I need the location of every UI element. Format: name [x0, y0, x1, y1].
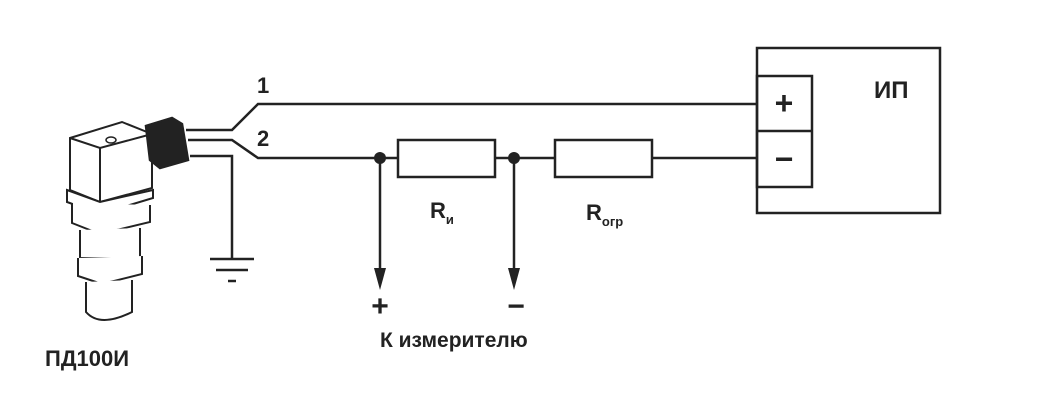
arrow-down-icon — [508, 268, 520, 290]
resistor-r-limit — [553, 138, 654, 179]
resistor-r-meas — [396, 138, 497, 179]
r-limit-label: Rогр — [586, 200, 623, 229]
junction-dot — [374, 152, 386, 164]
ground-wire — [190, 154, 234, 259]
meter-minus: − — [507, 290, 525, 323]
power-supply-minus: − — [775, 141, 794, 177]
arrow-down-icon — [374, 268, 386, 290]
meter-label: К измерителю — [380, 329, 528, 352]
pressure-sensor-icon — [66, 116, 190, 321]
wire-2 — [188, 138, 757, 160]
power-supply-label: ИП — [874, 77, 909, 104]
r-meas-label: Rи — [430, 198, 454, 227]
power-supply-plus: + — [775, 85, 794, 121]
meter-plus: + — [371, 290, 389, 323]
junction-dot — [508, 152, 520, 164]
sensor-label: ПД100И — [45, 346, 129, 371]
wire-1-label: 1 — [257, 73, 269, 98]
ground-icon — [210, 257, 254, 283]
wire-1 — [186, 102, 757, 132]
wire-2-label: 2 — [257, 126, 269, 151]
